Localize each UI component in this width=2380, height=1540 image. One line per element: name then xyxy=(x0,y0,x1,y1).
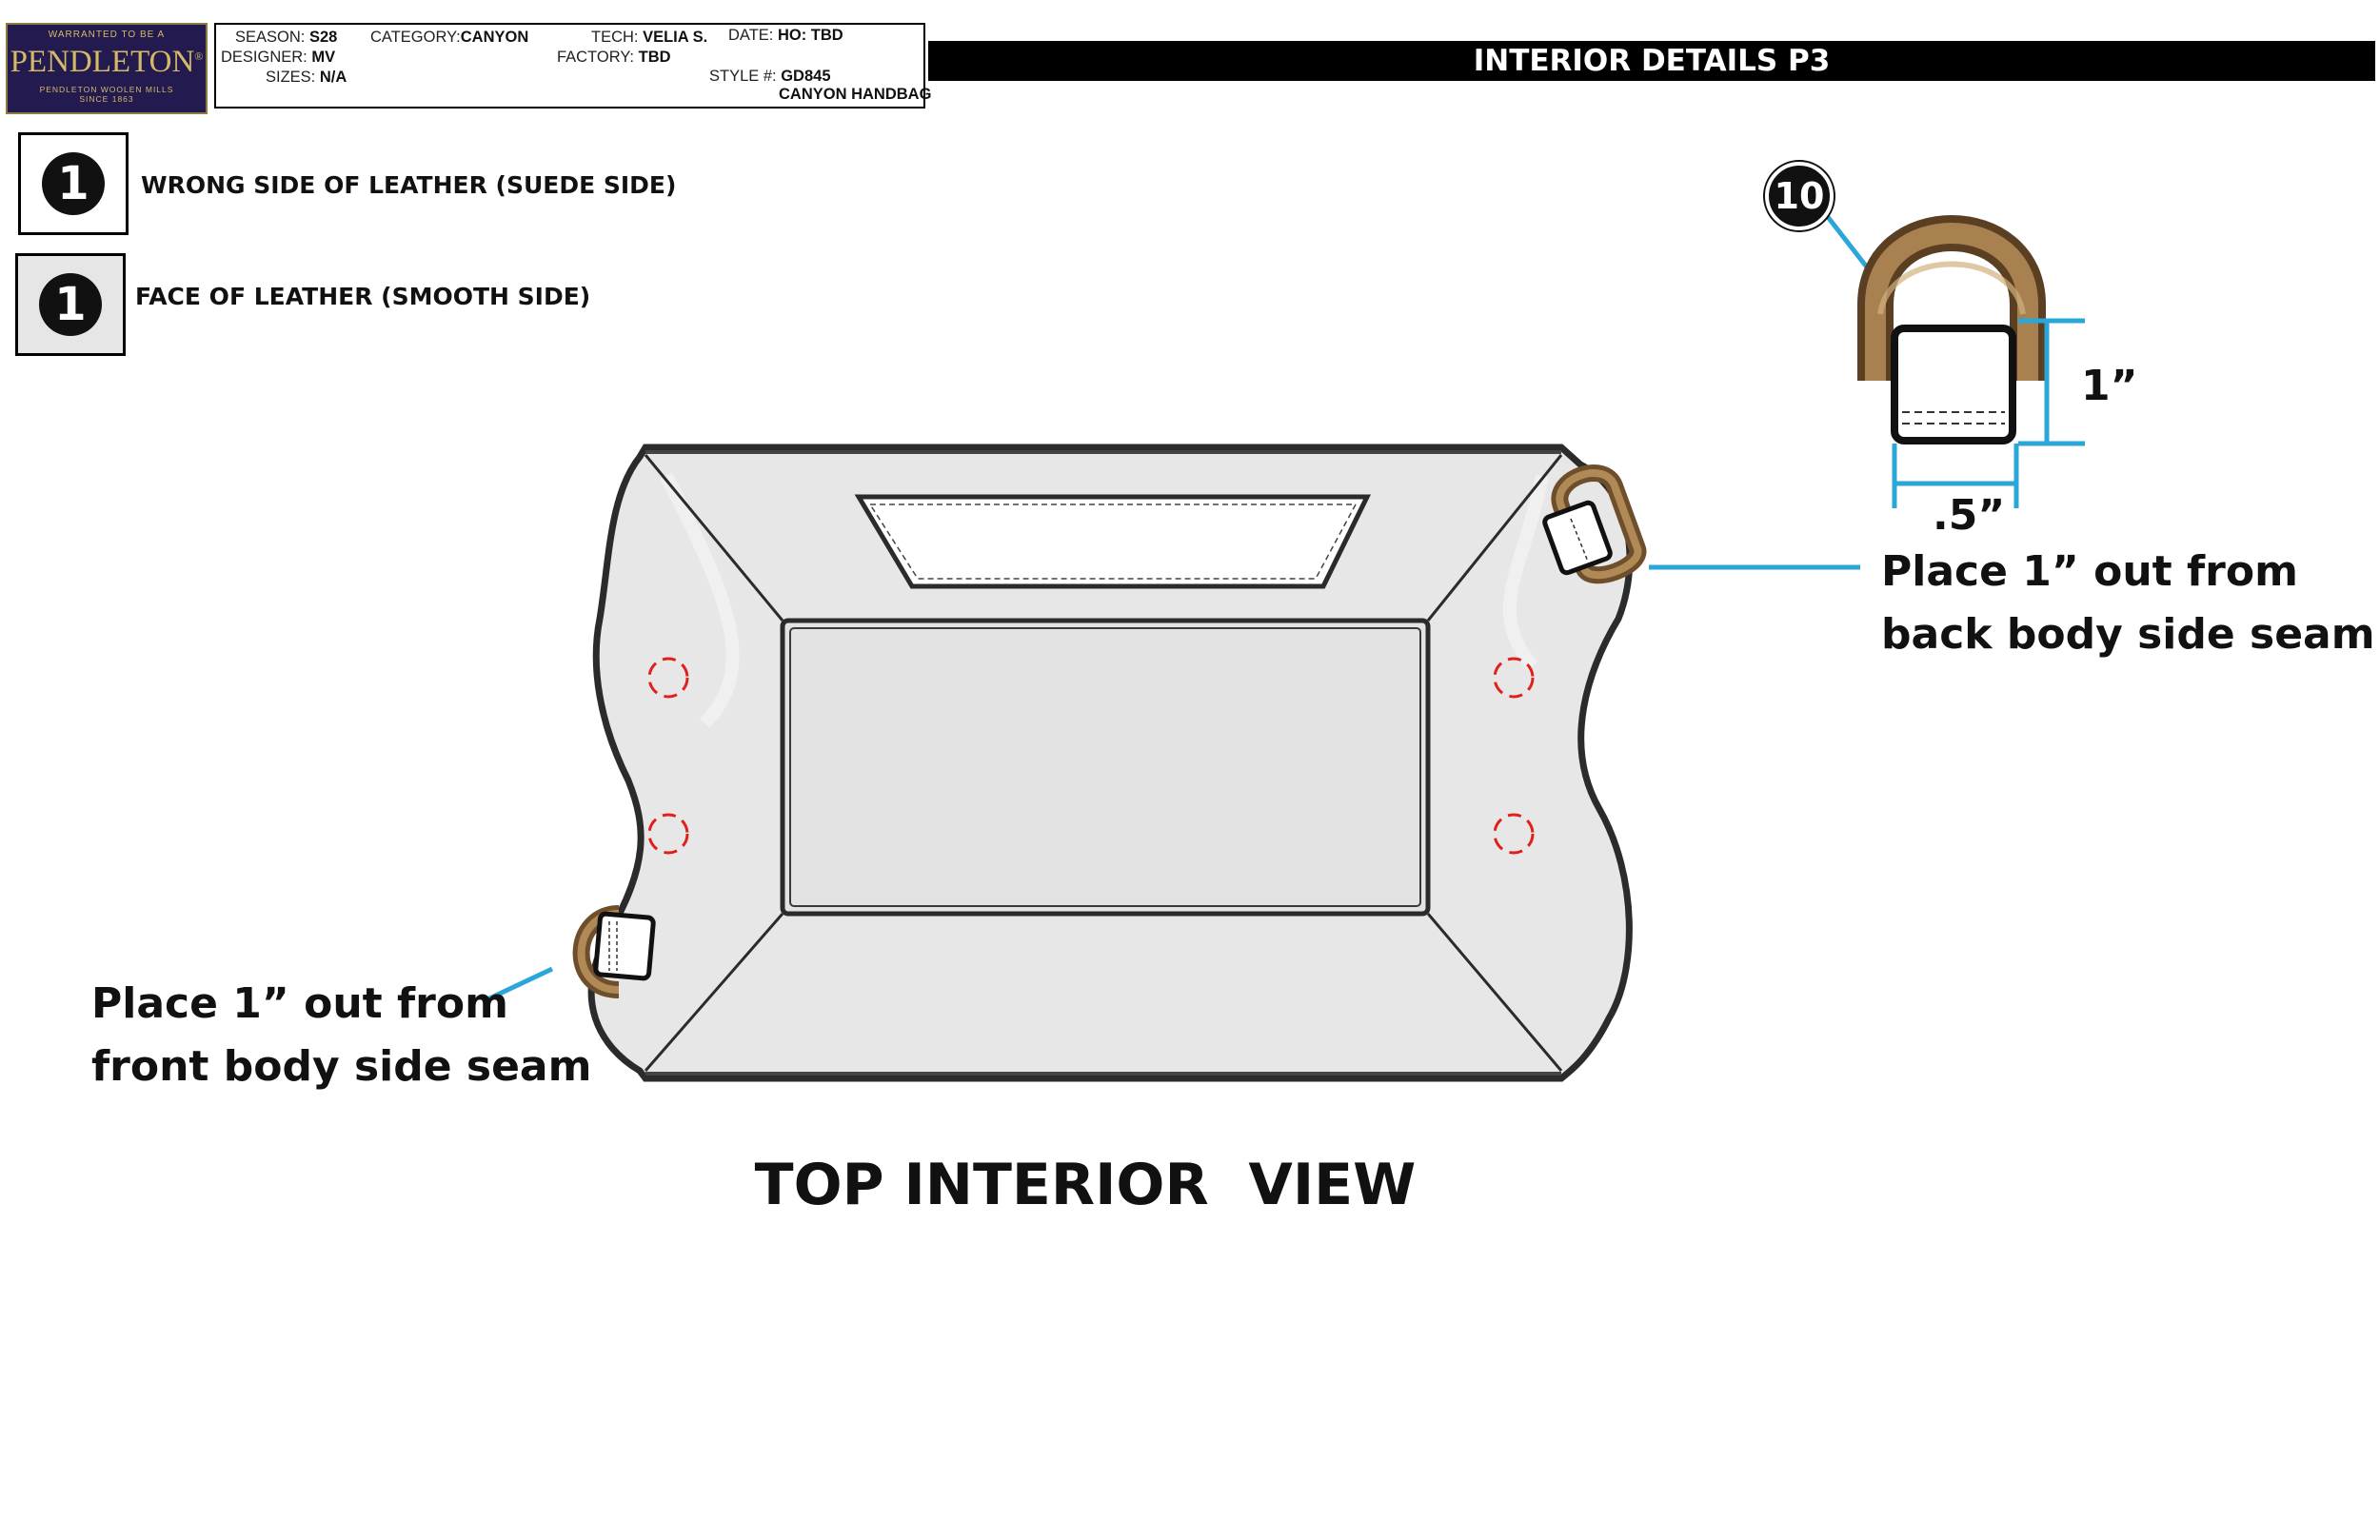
logo-mills: PENDLETON WOOLEN MILLS xyxy=(39,85,174,94)
fold-line-tl xyxy=(644,454,784,622)
fold-line-bl xyxy=(644,913,784,1072)
leader-front xyxy=(486,966,554,1002)
style-field: STYLE #: GD845 xyxy=(709,68,831,85)
callout-front-line-2: front body side seam xyxy=(91,1042,592,1091)
height-dim-label: 1” xyxy=(2081,362,2138,410)
magnet-marker xyxy=(647,813,689,855)
factory-field: FACTORY: TBD xyxy=(557,49,671,66)
callout-back-seam: Place 1” out from back body side seam xyxy=(1881,541,2375,666)
category-field: CATEGORY:CANYON xyxy=(370,29,529,46)
bag-base-panel xyxy=(780,618,1431,917)
magnet-marker xyxy=(1493,813,1535,855)
zip-pocket xyxy=(854,494,1372,589)
magnet-marker xyxy=(647,657,689,699)
sizes-field: SIZES: N/A xyxy=(266,69,347,86)
d-ring-front-tab xyxy=(593,911,656,981)
legend-suede-label: WRONG SIDE OF LEATHER (SUEDE SIDE) xyxy=(141,171,677,199)
logo-brand: PENDLETON® xyxy=(10,45,204,79)
legend-suede-number: 1 xyxy=(42,152,105,215)
designer-field: DESIGNER: MV xyxy=(221,49,336,66)
height-dimension xyxy=(2018,318,2085,446)
bag-highlight xyxy=(660,472,1549,728)
logo-since: SINCE 1863 xyxy=(79,94,134,104)
detail-number-badge: 10 xyxy=(1765,162,1834,230)
callout-back-line-1: Place 1” out from xyxy=(1881,547,2298,596)
pendleton-logo: WARRANTED TO BE A PENDLETON® PENDLETON W… xyxy=(6,23,208,114)
spec-info-box: SEASON: S28 DESIGNER: MV SIZES: N/A CATE… xyxy=(214,23,931,109)
d-ring-back-tab xyxy=(1542,500,1613,576)
legend-smooth-swatch: 1 xyxy=(15,253,126,356)
callout-front-seam: Place 1” out from front body side seam xyxy=(91,973,591,1098)
legend-smooth-number: 1 xyxy=(39,273,102,336)
width-dim-label: .5” xyxy=(1933,491,2006,540)
fold-line-tr xyxy=(1426,454,1563,622)
page-title-bar: INTERIOR DETAILS P3 xyxy=(928,41,2375,81)
page-title: INTERIOR DETAILS P3 xyxy=(1473,44,1831,78)
logo-tagline: WARRANTED TO BE A xyxy=(48,30,166,40)
d-ring-back xyxy=(1551,464,1647,584)
season-field: SEASON: S28 xyxy=(235,29,338,46)
legend-suede-swatch: 1 xyxy=(18,132,129,235)
width-dimension xyxy=(1892,444,2019,508)
fold-line-br xyxy=(1426,913,1563,1072)
date-field: DATE: HO: TBD xyxy=(728,27,843,44)
magnet-marker xyxy=(1493,657,1535,699)
view-title: TOP INTERIOR VIEW xyxy=(754,1152,1417,1218)
legend-smooth-label: FACE OF LEATHER (SMOOTH SIDE) xyxy=(135,283,591,310)
callout-back-line-2: back body side seam xyxy=(1881,610,2375,659)
d-ring-detail xyxy=(1857,215,2046,381)
style-name: CANYON HANDBAG xyxy=(779,86,932,103)
tech-field: TECH: VELIA S. xyxy=(591,29,708,46)
callout-front-line-1: Place 1” out from xyxy=(91,979,508,1028)
